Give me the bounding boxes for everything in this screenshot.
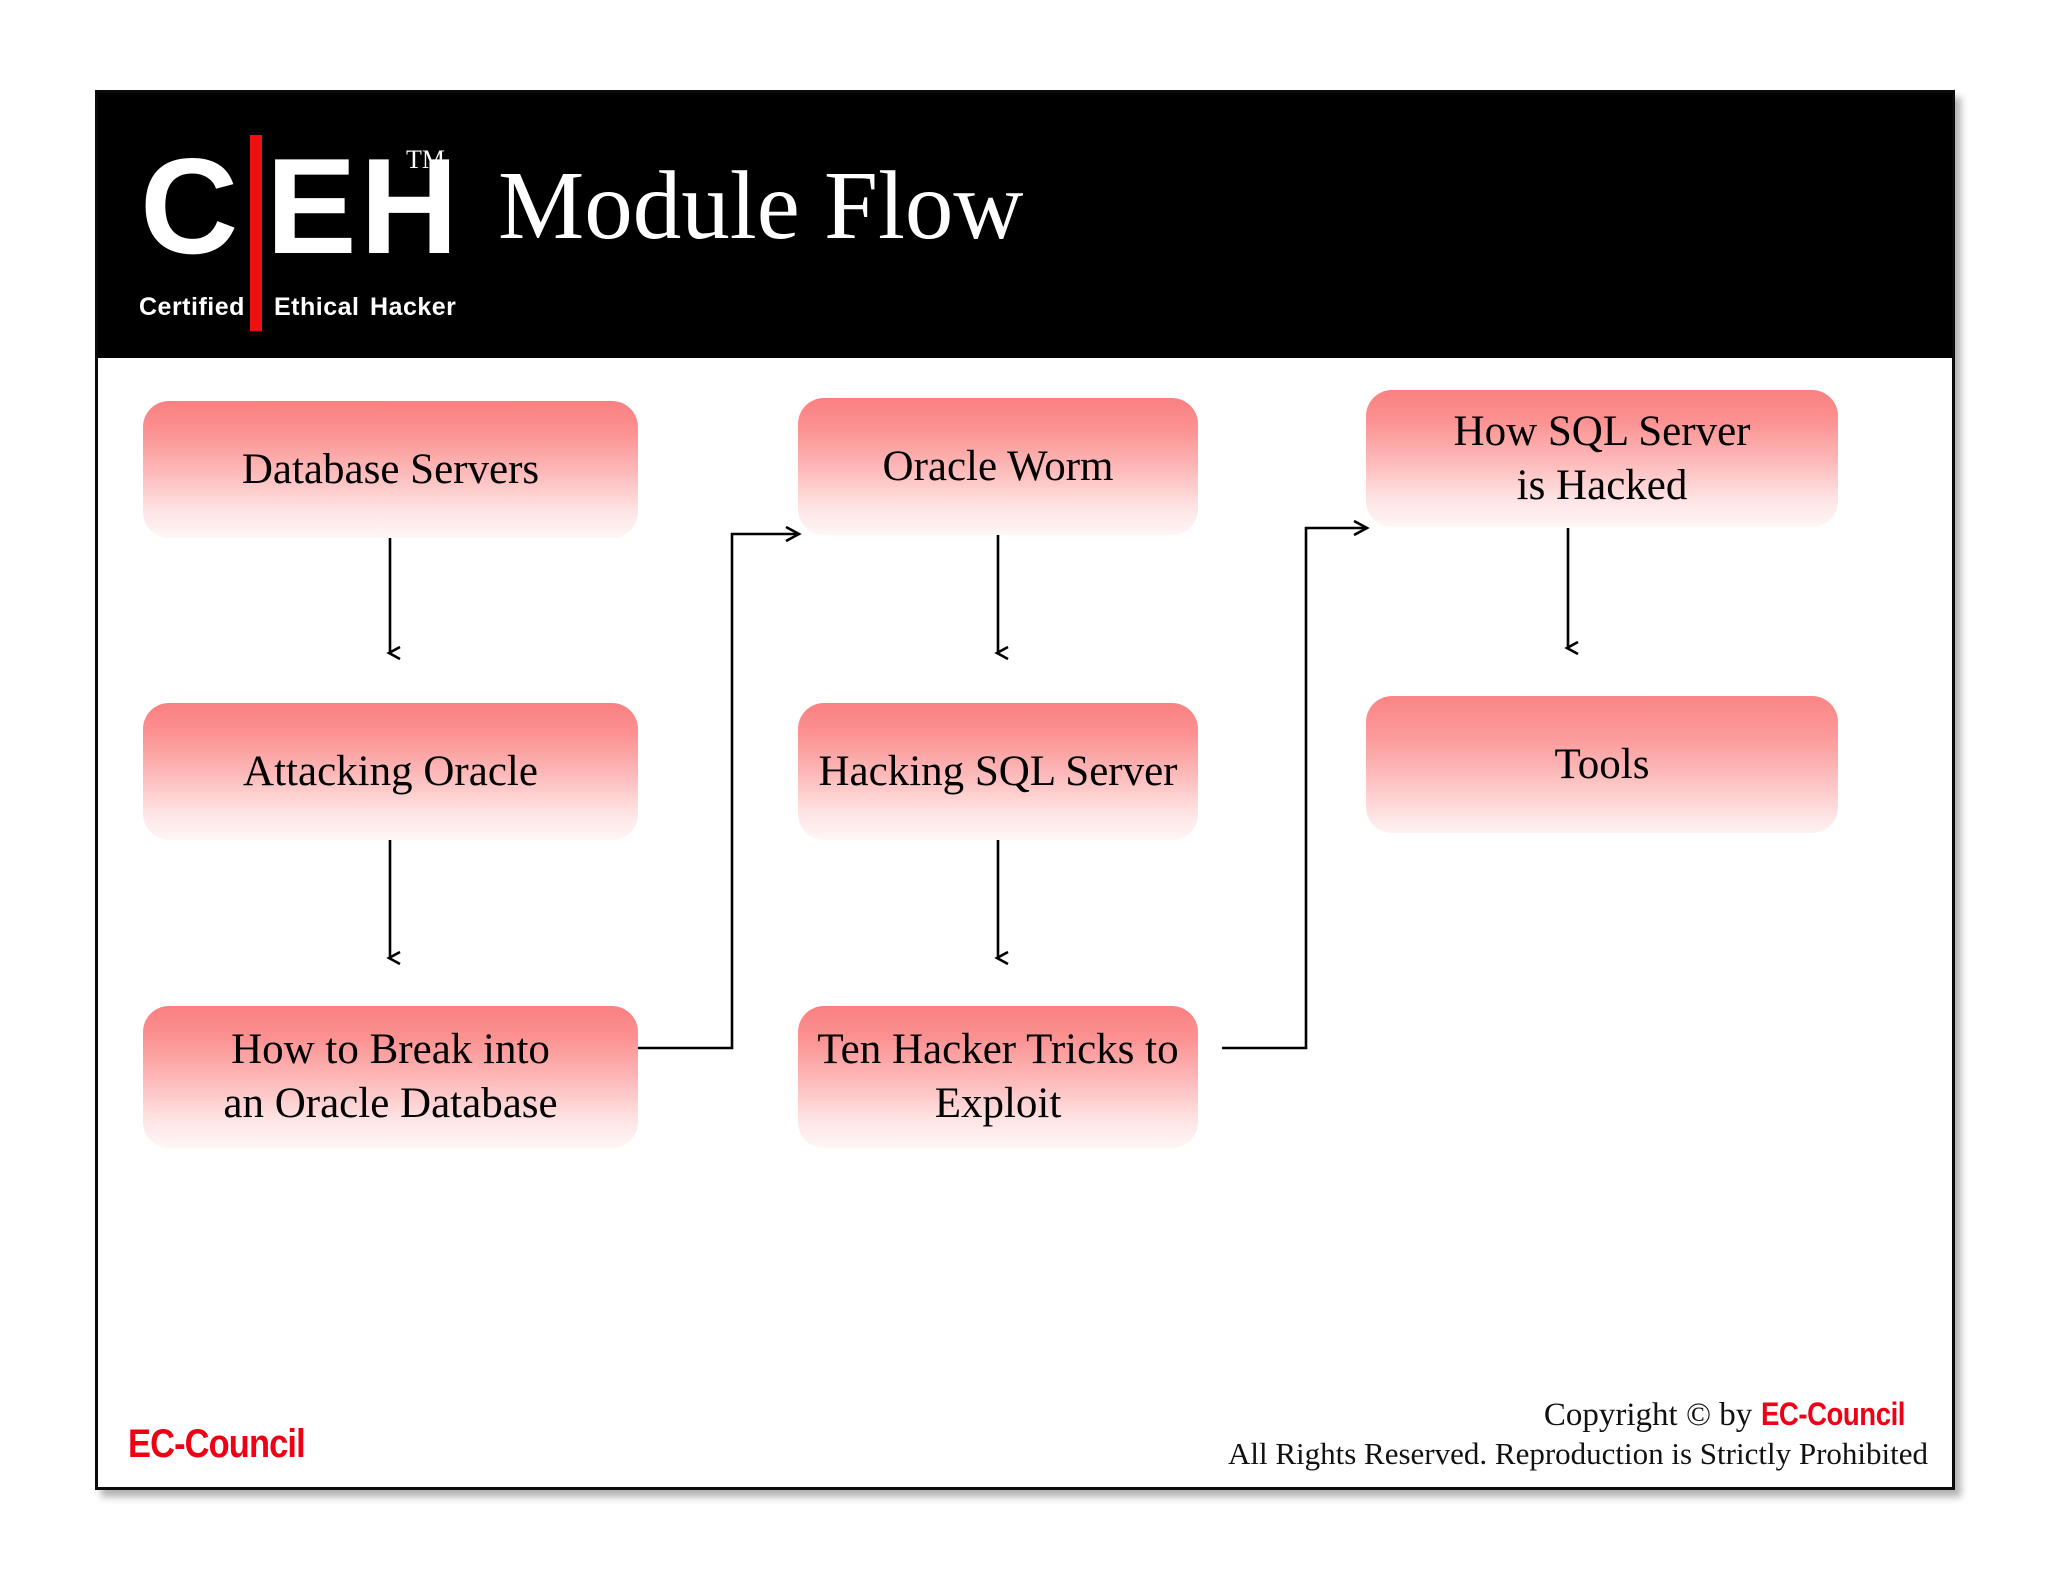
- ceh-logo-letters: C E H TM: [138, 130, 458, 331]
- node-hacking-sql-server[interactable]: Hacking SQL Server: [798, 703, 1198, 840]
- footer-copyright: Copyright © by EC-Council All Rights Res…: [1228, 1394, 1928, 1473]
- ceh-logo-subtitle: Certified Ethical Hacker: [138, 293, 456, 325]
- node-how-sql-server-is-hacked[interactable]: How SQL Server is Hacked: [1366, 390, 1838, 527]
- ceh-sub-certified: Certified: [139, 293, 245, 321]
- slide: C E H TM Certified Ethical Hacker Module…: [95, 90, 1955, 1490]
- ceh-sub-hacker: Hacker: [370, 293, 457, 321]
- ceh-sub-ethical: Ethical: [274, 293, 360, 321]
- ceh-logo: C E H TM Certified Ethical Hacker: [138, 113, 458, 348]
- node-break-into-oracle[interactable]: How to Break into an Oracle Database: [143, 1006, 638, 1148]
- page-title: Module Flow: [498, 152, 1024, 259]
- footer-brand-logo: EC-Council: [128, 1422, 306, 1466]
- copyright-line: Copyright © by EC-Council: [1228, 1394, 1928, 1435]
- flow-connectors: [98, 358, 1952, 1050]
- rights-reserved-line: All Rights Reserved. Reproduction is Str…: [1227, 1436, 1928, 1471]
- ceh-letter-e: E: [266, 130, 357, 282]
- node-ten-hacker-tricks[interactable]: Ten Hacker Tricks to Exploit: [798, 1006, 1198, 1148]
- ceh-letter-h: H: [360, 130, 458, 282]
- node-database-servers[interactable]: Database Servers: [143, 401, 638, 538]
- copyright-brand: EC-Council: [1760, 1396, 1905, 1432]
- connector-break-into-oracle-to-oracle-worm: [614, 534, 798, 1050]
- node-tools[interactable]: Tools: [1366, 696, 1838, 833]
- connector-ten-hacker-tricks-to-how-sql-hacked: [1222, 528, 1366, 1050]
- ceh-letter-c: C: [140, 130, 238, 282]
- node-attacking-oracle[interactable]: Attacking Oracle: [143, 703, 638, 840]
- slide-header: C E H TM Certified Ethical Hacker Module…: [98, 93, 1952, 358]
- copyright-prefix: Copyright © by: [1543, 1397, 1761, 1433]
- ceh-red-bar-icon: [250, 135, 262, 331]
- node-oracle-worm[interactable]: Oracle Worm: [798, 398, 1198, 535]
- module-flow-diagram: Database Servers Attacking Oracle How to…: [98, 358, 1952, 1493]
- trademark-symbol: TM: [406, 145, 445, 174]
